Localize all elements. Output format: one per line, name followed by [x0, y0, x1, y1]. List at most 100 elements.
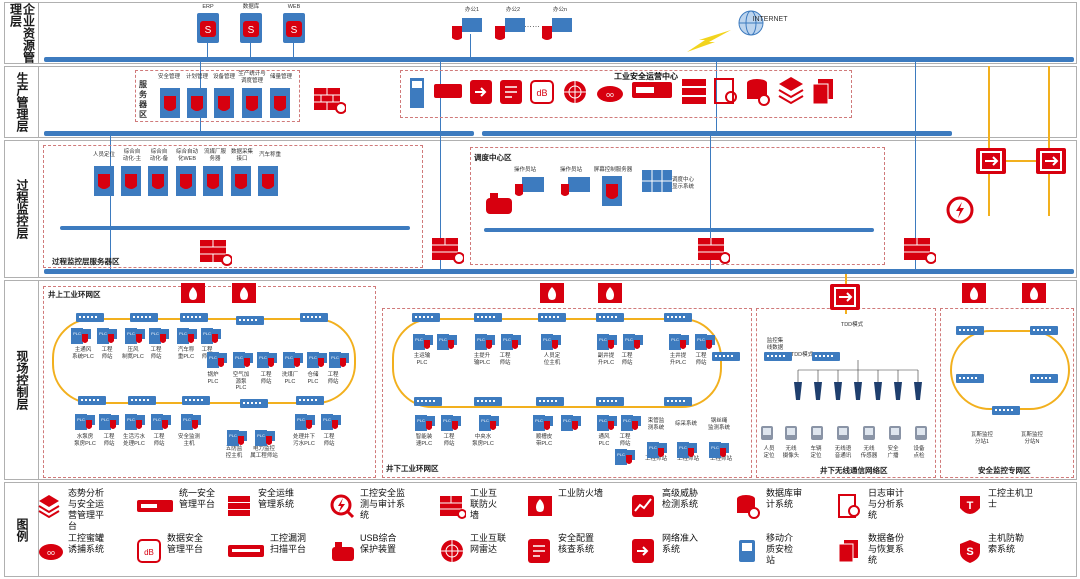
- svg-text:PLC: PLC: [679, 445, 687, 450]
- ops-radar-icon: [564, 81, 586, 103]
- process-bus-firewall-icon: [432, 238, 464, 264]
- under-top-switch-1: [474, 313, 502, 322]
- ops-unified-platform-icon: [632, 82, 672, 98]
- under-row1-7: 主井提 升PLC: [669, 353, 687, 366]
- svg-text:PLC: PLC: [183, 417, 191, 422]
- enterprise-layer: 企业资源管理层: [4, 2, 1077, 64]
- under-row3-unit-5: PLC: [597, 415, 617, 431]
- unified-security-icon: [137, 500, 173, 512]
- wireless-5: 车辆 定位: [810, 446, 822, 459]
- under-row1-6: 工程 师站: [621, 353, 633, 366]
- surface-row2-2: 空气加 源泵 PLC: [232, 372, 250, 391]
- under-row1-unit-3: PLC: [501, 334, 521, 350]
- wireless-terminal-icon-6: [915, 426, 927, 440]
- svg-text:PLC: PLC: [599, 418, 607, 423]
- under-row3-11: 工程师站: [676, 456, 699, 462]
- mobile-media-icon: [739, 540, 755, 562]
- surface-row1-2: 工程 师站: [101, 347, 113, 360]
- legend-label: 工控漏洞 扫描平台: [270, 533, 307, 554]
- svg-text:PLC: PLC: [309, 355, 317, 360]
- svg-text:PLC: PLC: [99, 331, 107, 336]
- safety-gateway-2-icon: [1036, 148, 1066, 174]
- wireless-ap-row-icon: [794, 360, 922, 400]
- office1-label: 办公1: [464, 7, 480, 13]
- prod-server-3-label: 设备管理: [212, 74, 235, 80]
- ops-usb-icon: [434, 84, 462, 98]
- surface-row2-unit-1: PLC: [233, 352, 253, 368]
- prod-server-4-label: 生产统计与 调度管理: [238, 71, 266, 84]
- under-row1-unit-7: PLC: [669, 334, 689, 350]
- svg-text:PLC: PLC: [127, 331, 135, 336]
- prod-server-3-icon: [214, 88, 234, 118]
- surface-row2-5: 仓储 PLC: [307, 372, 319, 385]
- surface-row3-unit-7: PLC: [295, 414, 315, 430]
- under-row1-4: 人员定 位主机: [543, 353, 561, 366]
- surface-row2-4: 洗煤厂 PLC: [281, 372, 299, 385]
- under-extra-unit-3: PLC: [709, 442, 729, 458]
- safety-industrial-firewall-2-icon: [1022, 283, 1046, 303]
- surface-row1-4: 工程 师站: [150, 347, 162, 360]
- threat-detection-icon: [632, 495, 654, 517]
- dispatch-zone: [470, 147, 885, 265]
- surface-industrial-firewall-2-icon: [232, 283, 256, 303]
- field-layer-label: 现场控制层: [5, 281, 39, 479]
- surface-row3-unit-8: PLC: [321, 414, 341, 430]
- safety-switch-1: [1030, 326, 1058, 335]
- surface-top-switch-1: [130, 313, 158, 322]
- svg-text:S: S: [205, 25, 212, 36]
- legend-label: 数据安全 管理平台: [167, 533, 204, 554]
- radar-icon: [441, 540, 463, 562]
- surface-row1-unit-0: PLC: [71, 328, 91, 344]
- surface-row2-unit-2: PLC: [257, 352, 277, 368]
- under-row1-unit-1: PLC: [437, 334, 457, 350]
- legend-label: 工业互 联防火 墙: [470, 488, 498, 520]
- dispatch-display-icon: [642, 170, 672, 192]
- svg-text:PLC: PLC: [297, 417, 305, 422]
- legend-label: 工业互联 网雷达: [470, 533, 507, 554]
- anti-ransom-icon: S: [960, 540, 980, 563]
- internet-globe-icon: [738, 10, 764, 36]
- under-top-switch-2: [538, 313, 566, 322]
- surface-row3-4: 工程 师站: [153, 434, 165, 447]
- dispatch-zone-label: 调度中心区: [474, 153, 512, 162]
- underground-industrial-firewall-2-icon: [598, 283, 622, 303]
- surface-row3-unit-3: PLC: [151, 414, 171, 430]
- dispatch-item-4-label: 调度中心 显示系统: [672, 177, 695, 190]
- tdd-label: TDD模式: [840, 322, 864, 328]
- svg-text:PLC: PLC: [415, 337, 423, 342]
- svg-text:PLC: PLC: [323, 417, 331, 422]
- office2-host-icon: [495, 18, 525, 40]
- database-label: 数据库: [242, 4, 260, 10]
- wireless-2: TDD模式: [790, 352, 814, 358]
- svg-text:PLC: PLC: [443, 418, 451, 423]
- officen-host-icon: [542, 18, 572, 40]
- surface-row1-unit-1: PLC: [97, 328, 117, 344]
- service-zone-label: 服务器区: [139, 80, 147, 119]
- legend-label: 工控蜜罐 诱捕系统: [68, 533, 105, 554]
- surface-row3-unit-4: PLC: [181, 414, 201, 430]
- dispatch-item-2-label: 操作员站: [559, 167, 582, 173]
- under-top-switch-4: [664, 313, 692, 322]
- legend-label: 工控主机卫 士: [988, 488, 1034, 509]
- svg-text:PLC: PLC: [151, 331, 159, 336]
- process-server-6-icon: [231, 166, 251, 196]
- under-row3-2: 工程 师站: [443, 434, 455, 447]
- link: [470, 34, 471, 58]
- ops-access-icon: [470, 80, 492, 104]
- legend-label: 移动介 质安检 站: [766, 533, 794, 565]
- under-row3-9: 钢丝绳 监测系统: [707, 418, 730, 431]
- surface-row1-unit-3: PLC: [149, 328, 169, 344]
- ops-db-audit-icon: [747, 79, 770, 106]
- under-row1-2: 主提升 输PLC: [473, 353, 491, 366]
- under-row3-5: 通风 PLC: [598, 434, 610, 447]
- under-row1-8: 工程 师站: [695, 353, 707, 366]
- data-security-icon: dB: [137, 539, 161, 563]
- surface-row2-3: 工程 师站: [260, 372, 272, 385]
- process-server-4-label: 综合自动 化WEB: [175, 149, 198, 162]
- under-row1-unit-4: PLC: [541, 334, 561, 350]
- dispatch-bus: [484, 228, 874, 232]
- wireless-terminal-icon-0: [761, 426, 773, 440]
- operator-station-1-icon: [515, 177, 544, 196]
- svg-text:PLC: PLC: [417, 418, 425, 423]
- under-extra-unit-0: PLC: [615, 449, 635, 465]
